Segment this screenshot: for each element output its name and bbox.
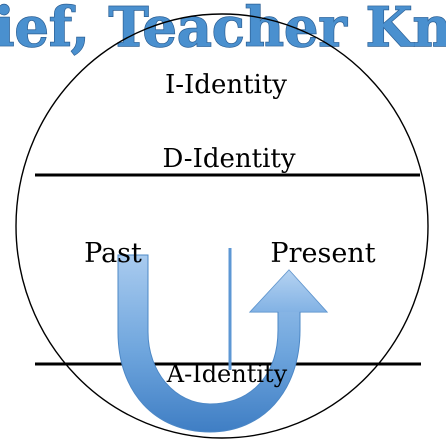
present-label: Present <box>270 238 375 269</box>
identity-circle <box>15 13 429 439</box>
past-label: Past <box>84 238 142 269</box>
i-identity-label: I-Identity <box>165 70 287 100</box>
u-turn-arrow-icon <box>117 254 329 433</box>
d-identity-label: D-Identity <box>162 144 295 174</box>
page-title: ief, Teacher Kn <box>0 0 446 59</box>
a-identity-label: A-Identity <box>166 360 288 388</box>
